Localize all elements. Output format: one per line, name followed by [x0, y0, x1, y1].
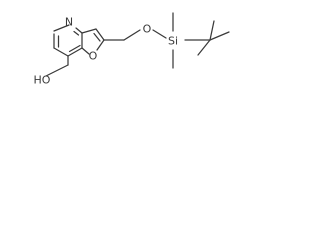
- silicon-atom-label: Si: [168, 35, 178, 48]
- nitrogen-atom-label: N: [65, 16, 73, 29]
- bond: [67, 47, 83, 57]
- bond: [53, 24, 70, 32]
- bond: [75, 27, 83, 34]
- bond: [123, 29, 141, 41]
- bond: [68, 44, 81, 53]
- bond: [53, 47, 69, 57]
- bond: [73, 30, 80, 36]
- bond: [152, 29, 167, 39]
- bond: [209, 31, 230, 41]
- furan-oxygen-atom-label: O: [89, 50, 98, 63]
- hydroxyl-group-label: HO: [34, 74, 51, 87]
- bond: [81, 47, 90, 55]
- bond: [45, 64, 69, 77]
- bond: [81, 28, 97, 34]
- bond: [197, 39, 211, 56]
- bond: [95, 28, 105, 41]
- bond: [209, 20, 215, 41]
- bond: [93, 32, 101, 42]
- bond: [96, 39, 105, 51]
- chemical-structure-diagram: N O O Si HO: [34, 12, 230, 87]
- atom-labels: N O O Si HO: [34, 16, 178, 87]
- bond-lines: [45, 12, 230, 77]
- ether-oxygen-atom-label: O: [143, 23, 152, 36]
